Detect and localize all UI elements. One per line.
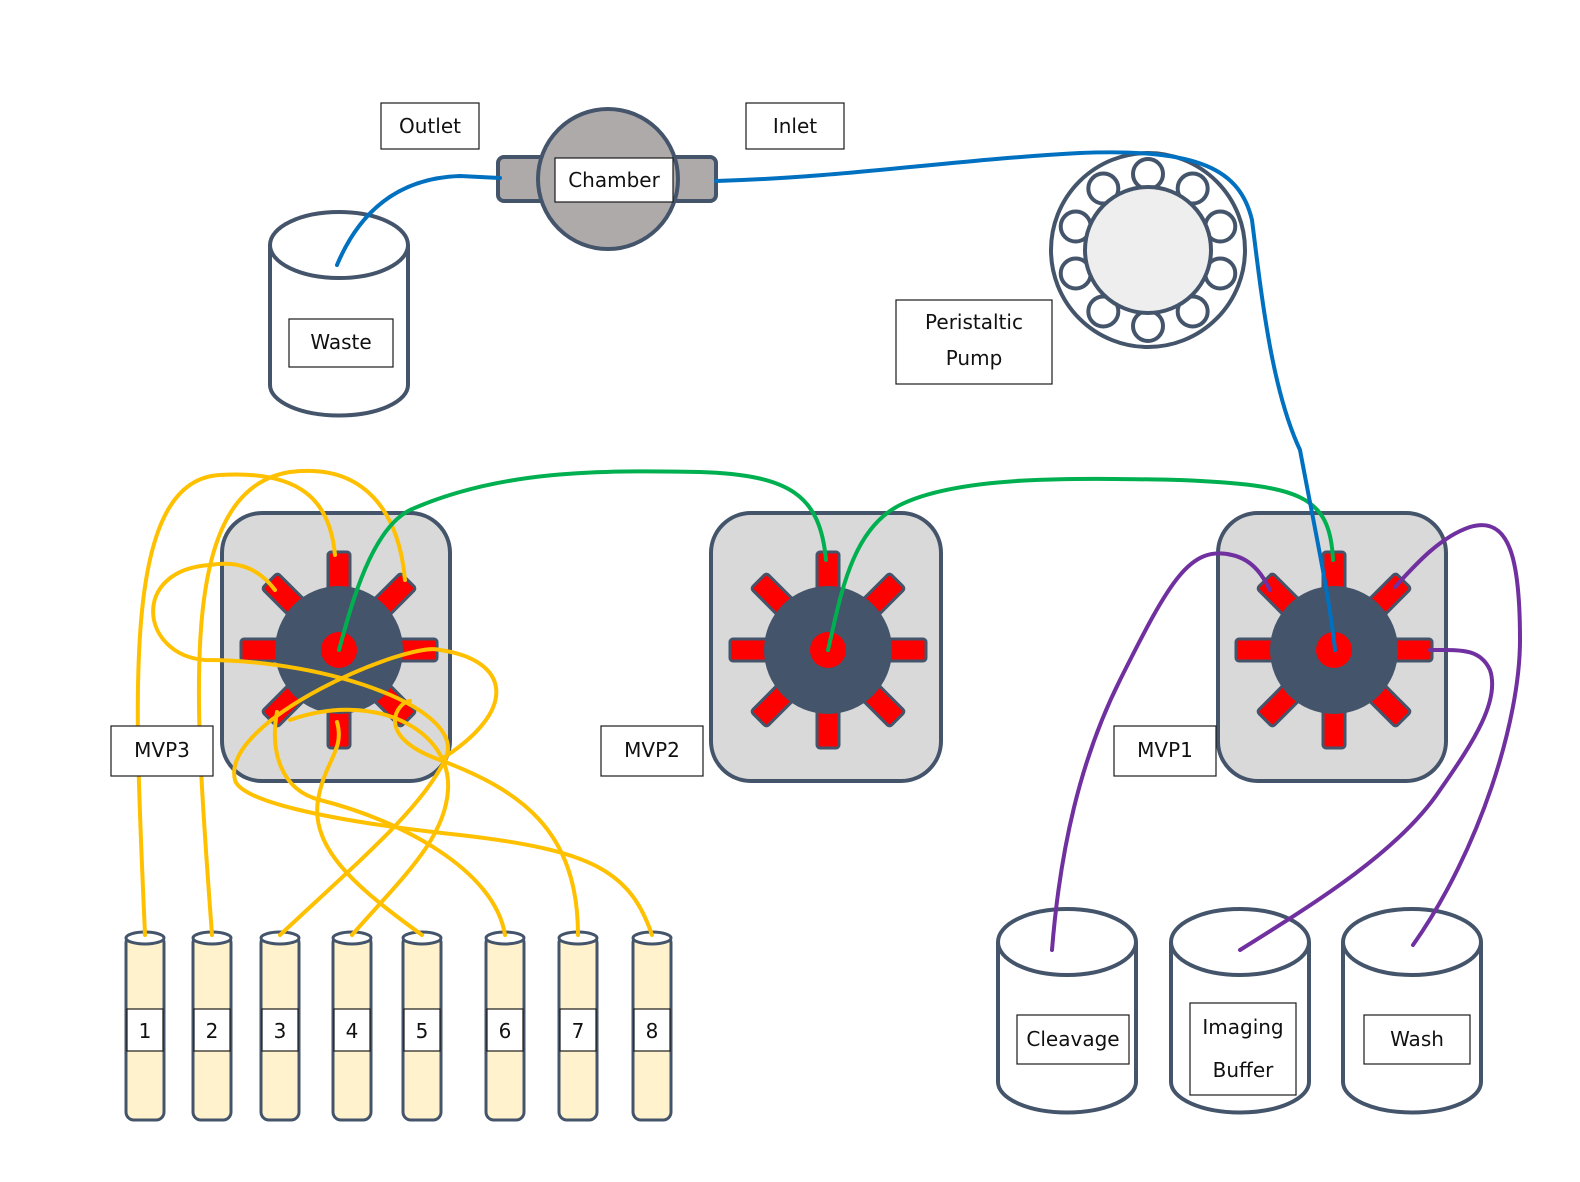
sample-tubes: 1 2 3 4 5 6 7 8 (124, 930, 673, 1122)
imaging-text-line2: Buffer (1213, 1058, 1274, 1082)
sample-tube-1: 1 (124, 930, 166, 1122)
sample-line-6 (272, 710, 507, 937)
pump-roller (1131, 157, 1165, 191)
wash-container (1341, 907, 1483, 1115)
pump-text-line2: Pump (946, 346, 1003, 370)
tube-number: 2 (206, 1019, 219, 1043)
outlet-text: Outlet (399, 114, 461, 138)
pump-text-line1: Peristaltic (925, 310, 1023, 334)
tube-label-box (486, 1008, 524, 1052)
sample-tube-3: 3 (259, 930, 301, 1122)
label-mvp3: MVP3 (110, 725, 214, 777)
sample-tube-2: 2 (191, 930, 233, 1122)
tube-opening (259, 930, 301, 946)
main-flow-lines (335, 150, 1337, 652)
tube-label-box (126, 1008, 164, 1052)
label-chamber: Chamber (554, 157, 674, 203)
cleavage-container (996, 907, 1138, 1115)
tube-label-box (403, 1008, 441, 1052)
tube-number: 8 (646, 1019, 659, 1043)
cleavage-text: Cleavage (1026, 1027, 1119, 1051)
sample-line-3 (151, 561, 450, 937)
tube-number: 5 (416, 1019, 429, 1043)
peristaltic-pump (1049, 151, 1247, 349)
pump-roller (1131, 309, 1165, 343)
reagent-lines (1050, 523, 1523, 952)
label-wash: Wash (1363, 1014, 1471, 1065)
valve-link-lines (337, 469, 1335, 652)
tube-label-box (559, 1008, 597, 1052)
sample-tube-5: 5 (401, 930, 443, 1122)
sample-tube-8: 8 (631, 930, 673, 1122)
imaging-text-line1: Imaging (1202, 1015, 1283, 1039)
sample-tube-4: 4 (331, 930, 373, 1122)
tube-number: 3 (274, 1019, 287, 1043)
tube-label-box (261, 1008, 299, 1052)
inlet-text: Inlet (773, 114, 817, 138)
sample-tube-7: 7 (557, 930, 599, 1122)
label-peristaltic-pump: Peristaltic Pump (895, 299, 1053, 385)
valve-link-mvp3-mvp2 (337, 469, 828, 652)
cleavage-line (1050, 551, 1272, 952)
mvp2-text: MVP2 (624, 738, 680, 762)
sample-line-7 (393, 699, 580, 937)
wash-line (1393, 523, 1523, 947)
imaging-buffer-line (1238, 647, 1495, 952)
mvp1-text: MVP1 (1137, 738, 1193, 762)
valve-link-mvp2-mvp1 (826, 476, 1335, 652)
label-mvp2: MVP2 (600, 725, 704, 777)
wash-text: Wash (1390, 1027, 1444, 1051)
sample-line-8 (232, 647, 654, 937)
mvp3-text: MVP3 (134, 738, 190, 762)
tube-number: 7 (572, 1019, 585, 1043)
sample-line-5 (315, 720, 424, 937)
outlet-line (335, 173, 502, 267)
sample-lines (135, 468, 654, 937)
label-waste: Waste (288, 318, 394, 368)
tube-number: 4 (346, 1019, 359, 1043)
tube-label-box (333, 1008, 371, 1052)
label-outlet: Outlet (380, 102, 480, 150)
sample-line-4 (288, 707, 451, 937)
waste-text: Waste (310, 330, 371, 354)
waste-container (268, 210, 410, 418)
label-inlet: Inlet (745, 102, 845, 150)
tube-number: 1 (139, 1019, 152, 1043)
tube-number: 6 (499, 1019, 512, 1043)
inlet-line (714, 150, 1337, 652)
label-imaging-buffer: Imaging Buffer (1189, 1002, 1297, 1096)
label-mvp1: MVP1 (1113, 725, 1217, 777)
sample-tube-6: 6 (484, 930, 526, 1122)
tube-label-box (633, 1008, 671, 1052)
chamber-text: Chamber (568, 168, 660, 192)
tube-label-box (193, 1008, 231, 1052)
tube-opening (401, 930, 443, 946)
label-cleavage: Cleavage (1016, 1014, 1130, 1065)
